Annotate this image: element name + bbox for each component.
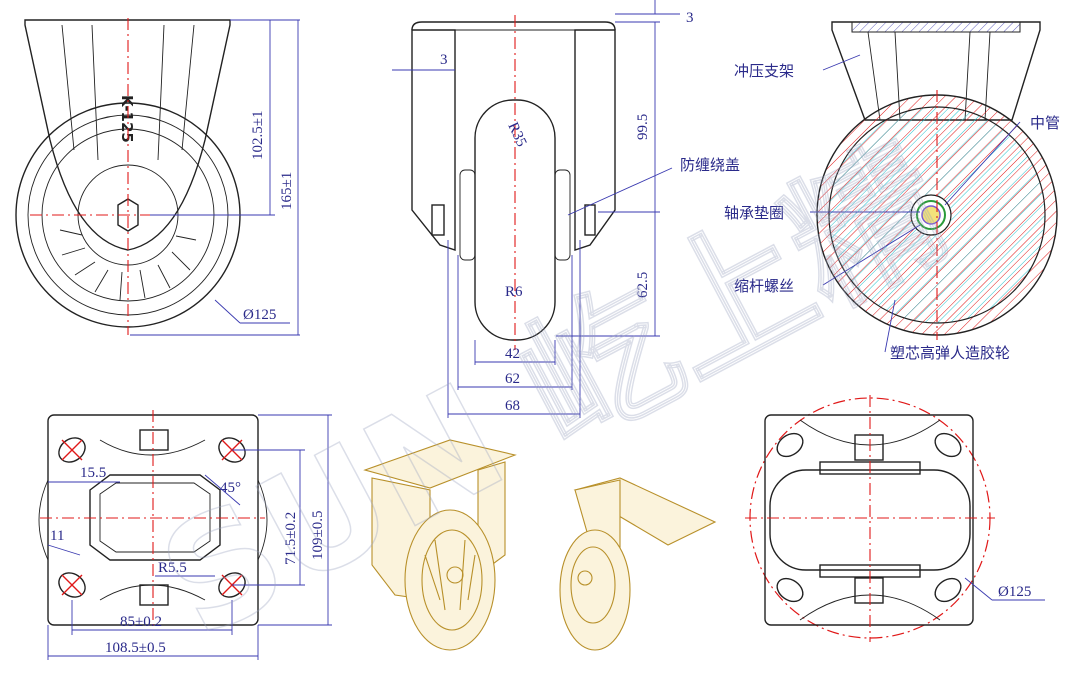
- leader-line: [204, 474, 241, 506]
- dim-h-99: 99.5: [635, 114, 651, 140]
- dim-w-68: 68: [505, 398, 520, 414]
- mount-hole: [776, 577, 804, 603]
- mount-hole: [934, 577, 962, 603]
- mount-hole: [218, 572, 246, 598]
- dim-gap-top: 3: [686, 10, 694, 26]
- plate-view: 15.5 45° 11 R5.5 71.5±0.2 109±0.5 85±0.2…: [38, 410, 332, 660]
- plate-slot-inner: [99, 482, 211, 553]
- render-hub: [421, 529, 483, 631]
- anti-wrap-left: [459, 169, 476, 261]
- section-ribs: [867, 31, 991, 121]
- bottom-view: Ø125: [745, 395, 1045, 642]
- render2-wheel: [559, 529, 631, 651]
- render-right: [559, 477, 717, 651]
- plate-wheel-right: [257, 479, 268, 561]
- label-center-tube: 中管: [1030, 114, 1060, 132]
- axle-nut-side: [431, 204, 445, 236]
- section-bearing-washer: [916, 200, 946, 230]
- dim-radius-35: R35: [504, 120, 529, 149]
- section-top-plate: [851, 21, 1021, 33]
- dim-hole-15: 15.5: [80, 465, 106, 481]
- bottom-plate: [764, 414, 974, 626]
- front-view: K-125 102.5±1 165±1 Ø125: [15, 18, 300, 336]
- dim-radius-5: R5.5: [158, 560, 187, 576]
- leader-line: [822, 224, 921, 286]
- section-view: 冲压支架 中管 轴承垫圈 缩杆螺丝 塑芯高弹人造胶轮: [724, 21, 1060, 362]
- label-wheel: 塑芯高弹人造胶轮: [890, 344, 1010, 362]
- label-anti-wrap-cover: 防缠绕盖: [680, 156, 740, 174]
- dim-w-62: 62: [505, 371, 520, 387]
- mount-hole: [934, 432, 962, 458]
- mount-hole: [218, 437, 246, 463]
- label-shrink-bolt: 缩杆螺丝: [734, 277, 794, 295]
- render2-hub: [570, 546, 616, 624]
- leader-line: [964, 577, 993, 601]
- mount-hole: [58, 572, 86, 598]
- mount-hole: [58, 437, 86, 463]
- render-spokes: [424, 539, 476, 611]
- dim-radius-6: R6: [505, 284, 523, 300]
- plate-nut-top: [139, 429, 169, 451]
- dim-plate-v: 109±0.5: [310, 511, 326, 560]
- render-top-plate: [363, 439, 517, 489]
- leader-line: [214, 299, 241, 324]
- dim-hole-spacing-h: 85±0.2: [120, 614, 162, 630]
- dim-gap-side: 3: [440, 52, 448, 68]
- dim-hole-spacing-v: 71.5±0.2: [283, 512, 299, 565]
- leader-line: [944, 121, 1021, 206]
- mount-holes: [58, 437, 246, 598]
- side-top-plate: [411, 21, 616, 31]
- axle-head-side: [584, 204, 596, 236]
- dim-plate-h: 108.5±0.5: [105, 640, 166, 656]
- bracket-ribs: [61, 24, 195, 161]
- label-bearing-washer: 轴承垫圈: [724, 204, 784, 222]
- side-bracket-right: [574, 29, 616, 251]
- dim-h-62: 62.5: [635, 272, 651, 298]
- bottom-nut-bottom: [854, 577, 884, 604]
- anti-wrap-right: [554, 169, 571, 261]
- section-bracket: [831, 21, 1041, 121]
- dim-top-height: 102.5±1: [250, 111, 266, 160]
- leader-line: [822, 54, 861, 71]
- bottom-holes: [776, 432, 962, 603]
- label-stamped-bracket: 冲压支架: [734, 62, 794, 80]
- render2-axle: [577, 570, 593, 586]
- leader-line: [567, 167, 673, 216]
- render-wheel: [404, 509, 496, 651]
- bottom-nut-top: [854, 434, 884, 461]
- plate-wheel-left: [38, 479, 49, 561]
- plate-slot-outer: [89, 474, 221, 561]
- render-left: [363, 439, 517, 651]
- dim-total-height: 165±1: [279, 172, 295, 210]
- section-bolt: [921, 205, 941, 225]
- model-mark: K-125: [118, 95, 136, 143]
- dim-diameter-front: Ø125: [243, 307, 276, 323]
- leader-line: [47, 544, 81, 556]
- dim-w-42: 42: [505, 346, 520, 362]
- dim-diameter-bottom: Ø125: [998, 584, 1031, 600]
- plate-nut-bottom: [139, 584, 169, 606]
- mount-hole: [776, 432, 804, 458]
- dim-edge-11: 11: [50, 528, 64, 544]
- side-bracket-left: [411, 29, 456, 251]
- leader-line: [884, 299, 896, 353]
- hub-spokes: [59, 229, 197, 301]
